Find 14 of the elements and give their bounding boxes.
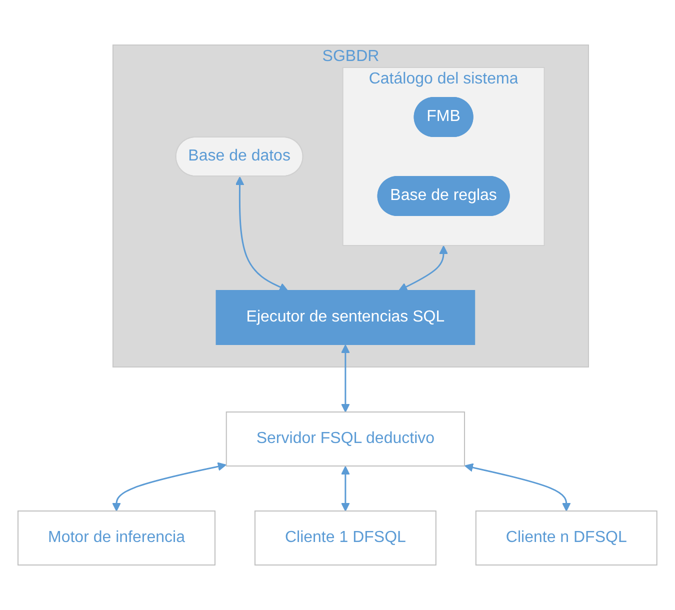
arrow bbox=[112, 462, 226, 512]
arrow bbox=[235, 176, 288, 292]
node-box bbox=[18, 510, 216, 566]
arrow bbox=[341, 466, 350, 512]
cluster bbox=[112, 44, 590, 368]
node-box bbox=[475, 510, 658, 566]
arrow bbox=[464, 463, 571, 512]
cluster bbox=[342, 67, 545, 246]
node-box bbox=[226, 412, 466, 466]
arrow bbox=[341, 344, 350, 412]
architecture-diagram: SGBDR Catálogo del sistema FMB Base de reglas Base de datos Ejecutor de sentencias SQL Servidor FSQL deductivo Motor de inferencia Cliente 1 DFSQL Cliente n DFSQL bbox=[10, 37, 665, 573]
node-box bbox=[254, 510, 436, 566]
node-box bbox=[216, 290, 476, 345]
arrow bbox=[398, 246, 448, 291]
